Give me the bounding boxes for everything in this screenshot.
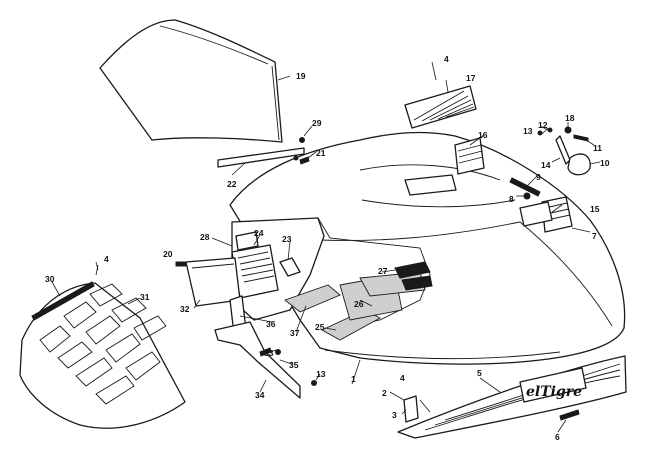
- fasteners: [95, 61, 591, 386]
- side-panel-fastener: [559, 409, 580, 421]
- grille-trim: [31, 281, 95, 321]
- callout-label: 36: [266, 319, 276, 329]
- callout-label: 27: [378, 266, 388, 276]
- callout-label: 4: [400, 373, 405, 383]
- callout-label: 14: [541, 160, 551, 170]
- callout-label: 16: [478, 130, 488, 140]
- headlight-housing: [231, 231, 279, 299]
- side-louver-upper: [454, 137, 485, 175]
- callout-label: 22: [227, 179, 237, 189]
- callout-label: 1: [351, 374, 356, 384]
- callout-label: 28: [200, 232, 210, 242]
- callout-label: 17: [466, 73, 476, 83]
- side-panel: elTigre: [397, 355, 627, 439]
- front-grille: [19, 282, 186, 429]
- callout-label: 13: [316, 369, 326, 379]
- callout-label: 13: [523, 126, 533, 136]
- callout-label: 29: [312, 118, 322, 128]
- callout-label: 34: [255, 390, 265, 400]
- callout-label: 3: [392, 410, 397, 420]
- callout-label: 5: [477, 368, 482, 378]
- callout-label: 12: [538, 120, 548, 130]
- callout-label: 32: [180, 304, 190, 314]
- callout-label: 26: [354, 299, 364, 309]
- callout-label: 11: [593, 143, 602, 153]
- callout-label: 15: [590, 204, 600, 214]
- leader-lines: [51, 75, 601, 433]
- callout-label: 18: [565, 113, 575, 123]
- brand-logo: elTigre: [526, 384, 582, 400]
- callout-label: 31: [140, 292, 150, 302]
- callout-label: 25: [315, 322, 325, 332]
- windshield: [99, 19, 283, 143]
- callout-label: 8: [509, 194, 514, 204]
- callout-label: 33: [264, 348, 274, 358]
- callout-label: 21: [316, 148, 326, 158]
- callout-label: 7: [592, 231, 597, 241]
- callout-label: 4: [104, 254, 109, 264]
- callout-labels: 1 2 3 4 4 4 5 6 7 8 9 10 11 12 13 13 14 …: [45, 54, 610, 442]
- callout-label: 30: [45, 274, 55, 284]
- foam-pad-left: [284, 284, 341, 313]
- callout-label: 6: [555, 432, 560, 442]
- callout-label: 4: [444, 54, 449, 64]
- callout-label: 2: [382, 388, 387, 398]
- vent-grille: [404, 85, 477, 129]
- hood-decal: [394, 261, 433, 291]
- callout-label: 24: [254, 228, 264, 238]
- callout-label: 35: [289, 360, 299, 370]
- bumper-bracket: [214, 321, 301, 399]
- callout-label: 20: [163, 249, 173, 259]
- callout-label: 10: [600, 158, 610, 168]
- callout-label: 37: [290, 328, 300, 338]
- callout-label: 19: [296, 71, 306, 81]
- callout-label: 9: [536, 172, 541, 182]
- decal-small: [403, 395, 419, 423]
- callout-label: 23: [282, 234, 292, 244]
